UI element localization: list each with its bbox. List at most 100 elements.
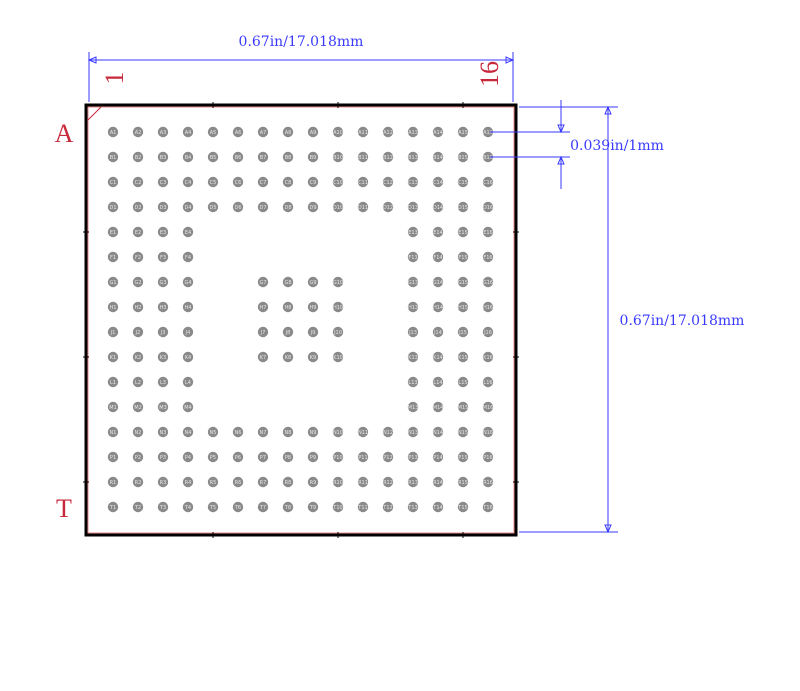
ball-T8 — [282, 501, 294, 513]
ball-label-A11: A11 — [358, 130, 368, 136]
ball-E14 — [432, 226, 444, 238]
ball-label-P9: P9 — [310, 455, 316, 461]
ball-label-G4: G4 — [184, 280, 191, 286]
ball-P1 — [107, 451, 119, 463]
ball-label-R9: R9 — [310, 480, 317, 486]
ball-D11 — [357, 201, 369, 213]
ball-label-T13: T13 — [407, 505, 417, 511]
ball-label-E2: E2 — [135, 230, 141, 236]
ball-label-E1: E1 — [110, 230, 116, 236]
ball-C8 — [282, 176, 294, 188]
ball-label-A13: A13 — [408, 130, 418, 136]
ball-label-F15: F15 — [458, 255, 467, 261]
ball-G13 — [407, 276, 419, 288]
ball-B11 — [357, 151, 369, 163]
ball-K15 — [457, 351, 469, 363]
ball-A6 — [232, 126, 244, 138]
ball-P10 — [332, 451, 344, 463]
ball-K13 — [407, 351, 419, 363]
ball-label-T12: T12 — [382, 505, 392, 511]
row-label-last: T — [56, 494, 72, 523]
ball-P3 — [157, 451, 169, 463]
ball-N5 — [207, 426, 219, 438]
ball-C11 — [357, 176, 369, 188]
ball-label-J16: J16 — [483, 330, 492, 336]
ball-label-E3: E3 — [160, 230, 166, 236]
ball-label-C7: C7 — [260, 180, 267, 186]
ball-label-A4: A4 — [185, 130, 192, 136]
ball-label-K7: K7 — [260, 355, 266, 361]
ball-D13 — [407, 201, 419, 213]
ball-R9 — [307, 476, 319, 488]
ball-G1 — [107, 276, 119, 288]
ball-H14 — [432, 301, 444, 313]
ball-N13 — [407, 426, 419, 438]
column-label-last: 16 — [475, 61, 504, 87]
ball-label-H13: H13 — [408, 305, 418, 311]
ball-K1 — [107, 351, 119, 363]
ball-P13 — [407, 451, 419, 463]
ball-H13 — [407, 301, 419, 313]
ball-label-R11: R11 — [358, 480, 368, 486]
ball-G14 — [432, 276, 444, 288]
ball-label-B16: B16 — [483, 155, 493, 161]
ball-E16 — [482, 226, 494, 238]
ball-label-H2: H2 — [135, 305, 142, 311]
ball-C10 — [332, 176, 344, 188]
ball-T16 — [482, 501, 494, 513]
ball-C1 — [107, 176, 119, 188]
ball-label-A3: A3 — [160, 130, 167, 136]
ball-N12 — [382, 426, 394, 438]
ball-label-F16: F16 — [483, 255, 492, 261]
ball-B16 — [482, 151, 494, 163]
ball-label-J9: J9 — [310, 330, 316, 336]
ball-L16 — [482, 376, 494, 388]
ball-R2 — [132, 476, 144, 488]
ball-label-M14: M14 — [433, 405, 444, 411]
ball-L13 — [407, 376, 419, 388]
ball-J4 — [182, 326, 194, 338]
ball-label-E14: E14 — [433, 230, 443, 236]
ball-label-B8: B8 — [285, 155, 292, 161]
ball-label-J10: J10 — [333, 330, 342, 336]
ball-label-T15: T15 — [457, 505, 467, 511]
width-dimension — [87, 52, 515, 102]
ball-B13 — [407, 151, 419, 163]
ball-label-G16: G16 — [483, 280, 493, 286]
ball-T5 — [207, 501, 219, 513]
ball-label-F14: F14 — [433, 255, 442, 261]
ball-label-A1: A1 — [110, 130, 117, 136]
ball-label-K8: K8 — [285, 355, 291, 361]
ball-label-B6: B6 — [235, 155, 242, 161]
ball-label-B9: B9 — [310, 155, 317, 161]
ball-C15 — [457, 176, 469, 188]
ball-label-E16: E16 — [483, 230, 493, 236]
ball-J2 — [132, 326, 144, 338]
ball-label-H8: H8 — [285, 305, 292, 311]
ball-T10 — [332, 501, 344, 513]
ball-C14 — [432, 176, 444, 188]
ball-label-N4: N4 — [185, 430, 192, 436]
ball-label-H4: H4 — [185, 305, 192, 311]
ball-D15 — [457, 201, 469, 213]
ball-B8 — [282, 151, 294, 163]
ball-label-T11: T11 — [357, 505, 367, 511]
ball-label-J3: J3 — [160, 330, 166, 336]
ball-label-T4: T4 — [184, 505, 191, 511]
ball-J1 — [107, 326, 119, 338]
ball-label-P2: P2 — [135, 455, 141, 461]
ball-label-C14: C14 — [433, 180, 443, 186]
ball-label-K13: K13 — [408, 355, 418, 361]
ball-label-D2: D2 — [134, 205, 141, 211]
ball-A1 — [107, 126, 119, 138]
ball-T13 — [407, 501, 419, 513]
ball-label-C4: C4 — [185, 180, 192, 186]
ball-B5 — [207, 151, 219, 163]
ball-F3 — [157, 251, 169, 263]
ball-R14 — [432, 476, 444, 488]
ball-label-C16: C16 — [483, 180, 493, 186]
ball-label-A2: A2 — [135, 130, 142, 136]
ball-label-C5: C5 — [210, 180, 217, 186]
ball-A14 — [432, 126, 444, 138]
ball-K7 — [257, 351, 269, 363]
